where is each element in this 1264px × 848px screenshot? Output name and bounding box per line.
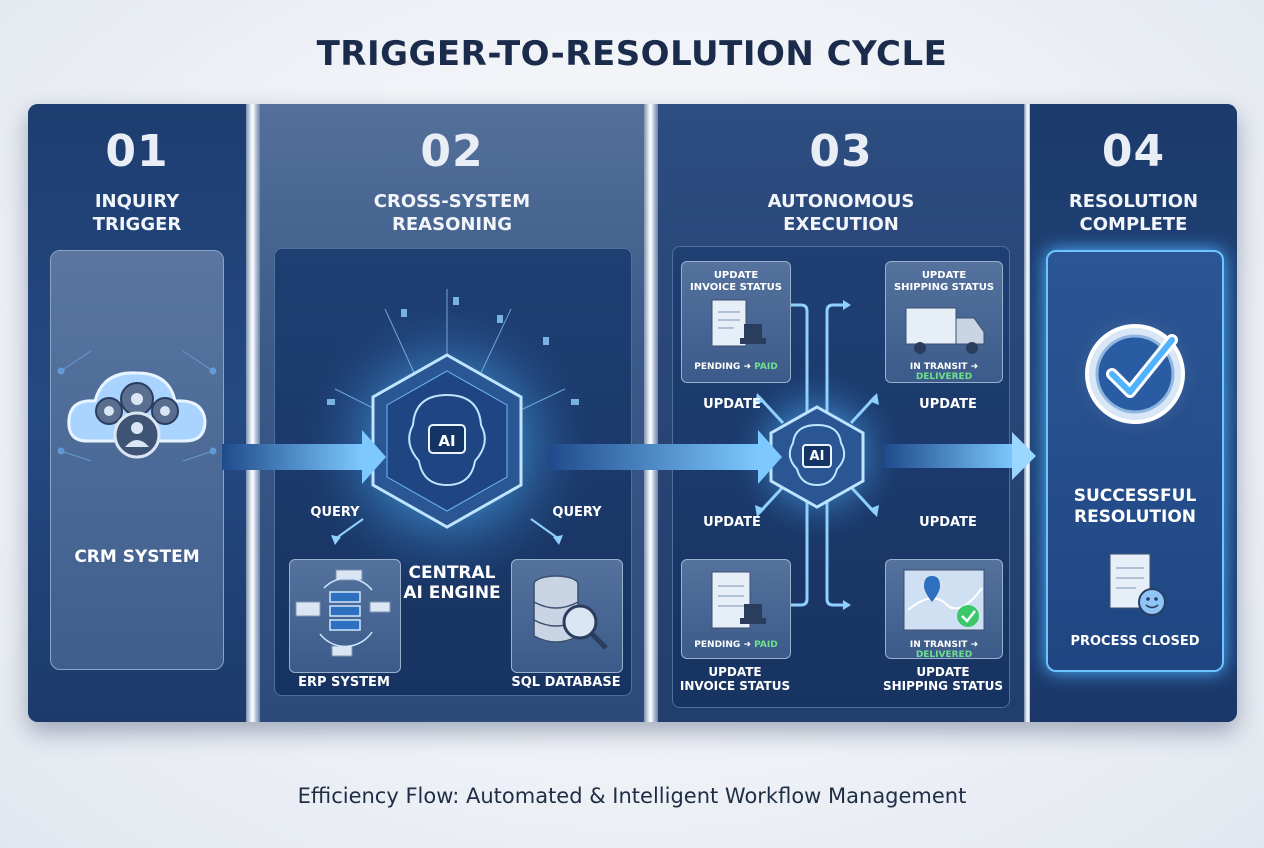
stage-2-title: CROSS-SYSTEM REASONING (260, 190, 644, 236)
sql-database-box (511, 559, 623, 673)
stage-1-title-line1: INQUIRY (94, 191, 180, 212)
crm-card: CRM SYSTEM (50, 250, 224, 670)
cloud-gears-icon (57, 350, 217, 462)
closed-document-icon (1109, 553, 1166, 616)
stage-2-title-line2: REASONING (392, 214, 512, 235)
stage-3-panel: 03 AUTONOMOUS EXECUTION (658, 104, 1024, 722)
stage-3-number: 03 (809, 126, 873, 177)
arrow-right-icon: ➜ (970, 640, 979, 650)
stage-3-title-line1: AUTONOMOUS (767, 191, 915, 212)
reasoning-area: AI QUERY QUERY CENTRAL AI ENGINE (274, 248, 632, 696)
invoice-top-status-from: PENDING (694, 362, 741, 372)
result-line1: SUCCESSFUL (1073, 486, 1197, 506)
stage-3-title-line2: EXECUTION (783, 214, 899, 235)
shipping-top-line1: UPDATE (921, 270, 967, 281)
update-label-tr: UPDATE (919, 397, 977, 412)
stage-1-title: INQUIRY TRIGGER (28, 190, 246, 236)
stage-2-panel: 02 CROSS-SYSTEM REASONING (260, 104, 644, 722)
process-closed-label: PROCESS CLOSED (1070, 634, 1200, 649)
shipping-bottom-status-to: DELIVERED (915, 650, 973, 660)
invoice-update-bottom: PENDING ➜ PAID (681, 559, 791, 659)
engine-line1: CENTRAL (408, 563, 496, 583)
divider-2 (644, 104, 658, 722)
stage-4-number: 04 (1101, 126, 1166, 177)
invoice-bottom-status-to: PAID (754, 640, 778, 650)
invoice-top-title: UPDATE INVOICE STATUS (682, 270, 790, 294)
stage-4-title-line1: RESOLUTION (1068, 191, 1199, 212)
erp-modules-icon (295, 569, 391, 657)
invoice-bottom-status: PENDING ➜ PAID (682, 640, 790, 650)
stage-2-title-line1: CROSS-SYSTEM (373, 191, 531, 212)
execution-graphic (727, 300, 907, 610)
shipping-top-title: UPDATE SHIPPING STATUS (886, 270, 1002, 294)
execution-area: AI UPDATE INVOICE STATUS PENDING ➜ PAID (672, 246, 1010, 708)
stage-3-title: AUTONOMOUS EXECUTION (658, 190, 1024, 236)
query-right-label: QUERY (552, 505, 602, 520)
shipping-bottom-line2: SHIPPING STATUS (882, 679, 1004, 693)
shipping-update-top: UPDATE SHIPPING STATUS IN TRANSIT ➜ DELI… (885, 261, 1003, 383)
arrow-right-icon: ➜ (743, 640, 755, 650)
stage-4-title: RESOLUTION COMPLETE (1030, 190, 1237, 236)
footer-caption: Efficiency Flow: Automated & Intelligent… (297, 784, 967, 808)
invoice-bottom-line1: UPDATE (708, 665, 762, 679)
shipping-top-status-to: DELIVERED (915, 372, 973, 382)
update-label-tl: UPDATE (703, 397, 761, 412)
invoice-top-status-to: PAID (754, 362, 778, 372)
update-label-br: UPDATE (919, 515, 977, 530)
ai-badge-small: AI (809, 449, 825, 464)
invoice-bottom-line2: INVOICE STATUS (679, 679, 791, 693)
shipping-top-status-from: IN TRANSIT (909, 362, 968, 372)
shipping-update-bottom: IN TRANSIT ➜ DELIVERED (885, 559, 1003, 660)
success-check-icon (1063, 302, 1207, 446)
engine-line2: AI ENGINE (403, 583, 501, 603)
shipping-bottom-title: UPDATE SHIPPING STATUS (873, 665, 1013, 693)
map-check-icon (903, 569, 985, 631)
divider-3 (1024, 104, 1032, 722)
query-left-label: QUERY (310, 505, 360, 520)
stage-4-panel: 04 RESOLUTION COMPLETE SUCCESSFUL (1030, 104, 1237, 722)
stage-2-number: 02 (420, 126, 484, 177)
arrow-right-icon: ➜ (970, 362, 979, 372)
resolution-card: SUCCESSFUL RESOLUTION PROCESS CLOSED (1046, 250, 1224, 672)
result-line2: RESOLUTION (1073, 507, 1197, 527)
invoice-bottom-title: UPDATE INVOICE STATUS (673, 665, 797, 693)
page-title: TRIGGER-TO-RESOLUTION CYCLE (316, 34, 948, 74)
successful-resolution-label: SUCCESSFUL RESOLUTION (1048, 486, 1222, 528)
invoice-bottom-status-from: PENDING (694, 640, 741, 650)
update-label-bl: UPDATE (703, 515, 761, 530)
shipping-bottom-line1: UPDATE (916, 665, 970, 679)
arrow-right-icon: ➜ (743, 362, 755, 372)
shipping-top-line2: SHIPPING STATUS (893, 282, 995, 293)
divider-1 (246, 104, 260, 722)
cycle-board: 01 INQUIRY TRIGGER (28, 104, 1237, 722)
stage-1-number: 01 (105, 126, 169, 177)
stage-1-title-line2: TRIGGER (92, 214, 182, 235)
ai-engine-graphic (297, 289, 597, 595)
invoice-stamp-icon (711, 299, 766, 347)
stage-4-title-line2: COMPLETE (1079, 214, 1188, 235)
invoice-document-icon (711, 571, 766, 629)
shipping-top-status: IN TRANSIT ➜ DELIVERED (886, 362, 1002, 382)
shipping-bottom-status-from: IN TRANSIT (909, 640, 968, 650)
delivery-truck-icon (905, 307, 985, 354)
database-search-icon (533, 575, 608, 650)
ai-badge: AI (438, 432, 456, 450)
sql-database-label: SQL DATABASE (511, 675, 621, 690)
invoice-top-line2: INVOICE STATUS (690, 282, 782, 293)
central-ai-engine-label: CENTRAL AI ENGINE (397, 563, 507, 603)
invoice-update-top: UPDATE INVOICE STATUS PENDING ➜ PAID (681, 261, 791, 383)
crm-system-label: CRM SYSTEM (74, 547, 200, 567)
shipping-bottom-status: IN TRANSIT ➜ DELIVERED (886, 640, 1002, 660)
stage-1-panel: 01 INQUIRY TRIGGER (28, 104, 246, 722)
erp-system-label: ERP SYSTEM (298, 675, 390, 690)
invoice-top-status: PENDING ➜ PAID (682, 362, 790, 372)
invoice-top-line1: UPDATE (713, 270, 759, 281)
erp-system-box (289, 559, 401, 673)
